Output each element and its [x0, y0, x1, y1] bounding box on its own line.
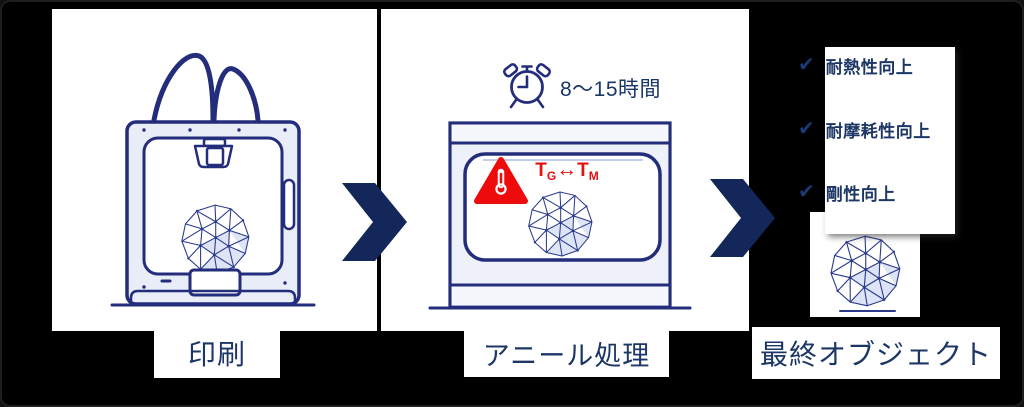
- step-label-annealing: アニール処理: [464, 329, 669, 377]
- benefit-wear-resistance: ✔ 耐摩耗性向上: [798, 116, 931, 142]
- printer-3d-illustration: [110, 52, 316, 307]
- check-icon: ✔: [798, 181, 815, 203]
- benefit-label: 耐摩耗性向上: [825, 121, 931, 141]
- step-label-text: 印刷: [187, 338, 246, 370]
- oven-illustration: [428, 121, 692, 310]
- tg-subscript: G: [546, 169, 557, 183]
- step-label-final-object: 最終オブジェクト: [752, 327, 1000, 379]
- printing-panel: [52, 9, 377, 331]
- step-label-text: アニール処理: [482, 340, 651, 371]
- tm-subscript: M: [588, 169, 599, 183]
- benefit-heat-resistance: ✔ 耐熱性向上: [798, 52, 913, 78]
- tg-symbol: T: [535, 160, 547, 181]
- annealing-panel: 8〜15時間 TG↔TM: [381, 9, 749, 331]
- benefit-rigidity: ✔ 剛性向上: [798, 179, 896, 205]
- left-right-arrow-icon: ↔: [556, 158, 578, 181]
- temperature-range-label: TG↔TM: [524, 159, 610, 187]
- tm-symbol: T: [577, 160, 589, 181]
- benefit-label: 耐熱性向上: [825, 57, 914, 77]
- check-icon: ✔: [798, 118, 815, 140]
- final-object-sphere: [830, 235, 901, 312]
- arrow-right-icon: [710, 179, 775, 257]
- arrow-right-icon: [342, 183, 407, 261]
- annealing-duration: 8〜15時間: [560, 78, 662, 101]
- alarm-clock-icon: [503, 63, 551, 109]
- check-icon: ✔: [798, 54, 815, 76]
- step-label-printing: 印刷: [154, 327, 280, 378]
- benefit-label: 剛性向上: [825, 184, 896, 204]
- benefits-card: [825, 47, 955, 234]
- step-label-text: 最終オブジェクト: [759, 339, 992, 370]
